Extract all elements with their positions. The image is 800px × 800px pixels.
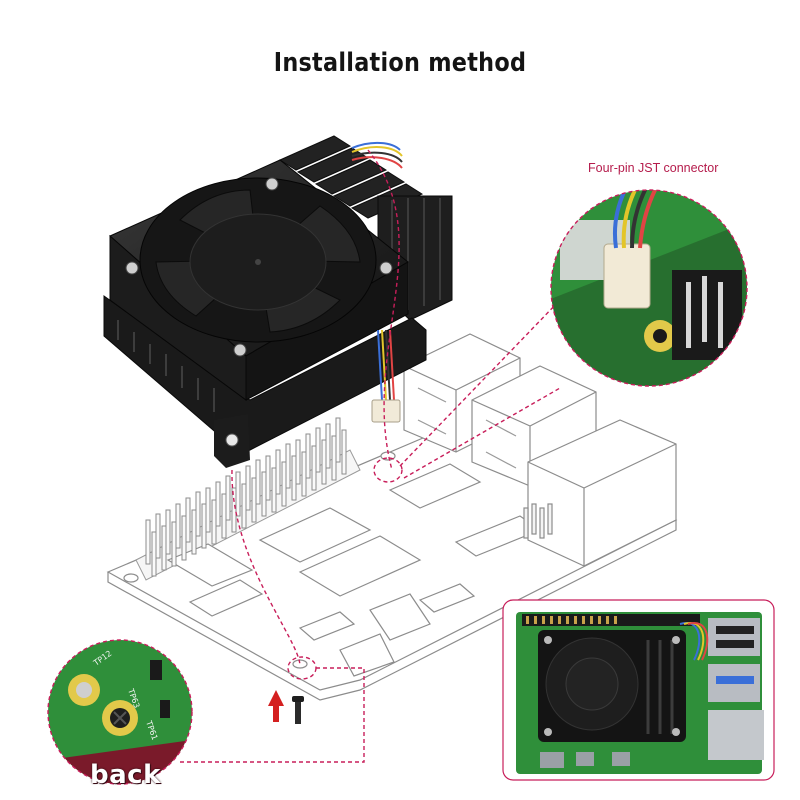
diagram-title: Installation method [273, 48, 527, 78]
screw-icon [292, 696, 304, 724]
jst-connector-label: Four-pin JST connector [588, 161, 719, 175]
jst-connector-zoom [550, 189, 748, 387]
upward-arrow-icon [268, 690, 284, 722]
pi-board-outline [106, 333, 678, 701]
fan-heatsink-module [103, 135, 453, 468]
gpio-pins [145, 417, 347, 577]
leader-lines [180, 149, 561, 763]
installed-photo-inset [502, 599, 775, 781]
back-label: back [90, 760, 161, 790]
back-side-zoom: TP12 TP63 TP61 [47, 639, 193, 785]
